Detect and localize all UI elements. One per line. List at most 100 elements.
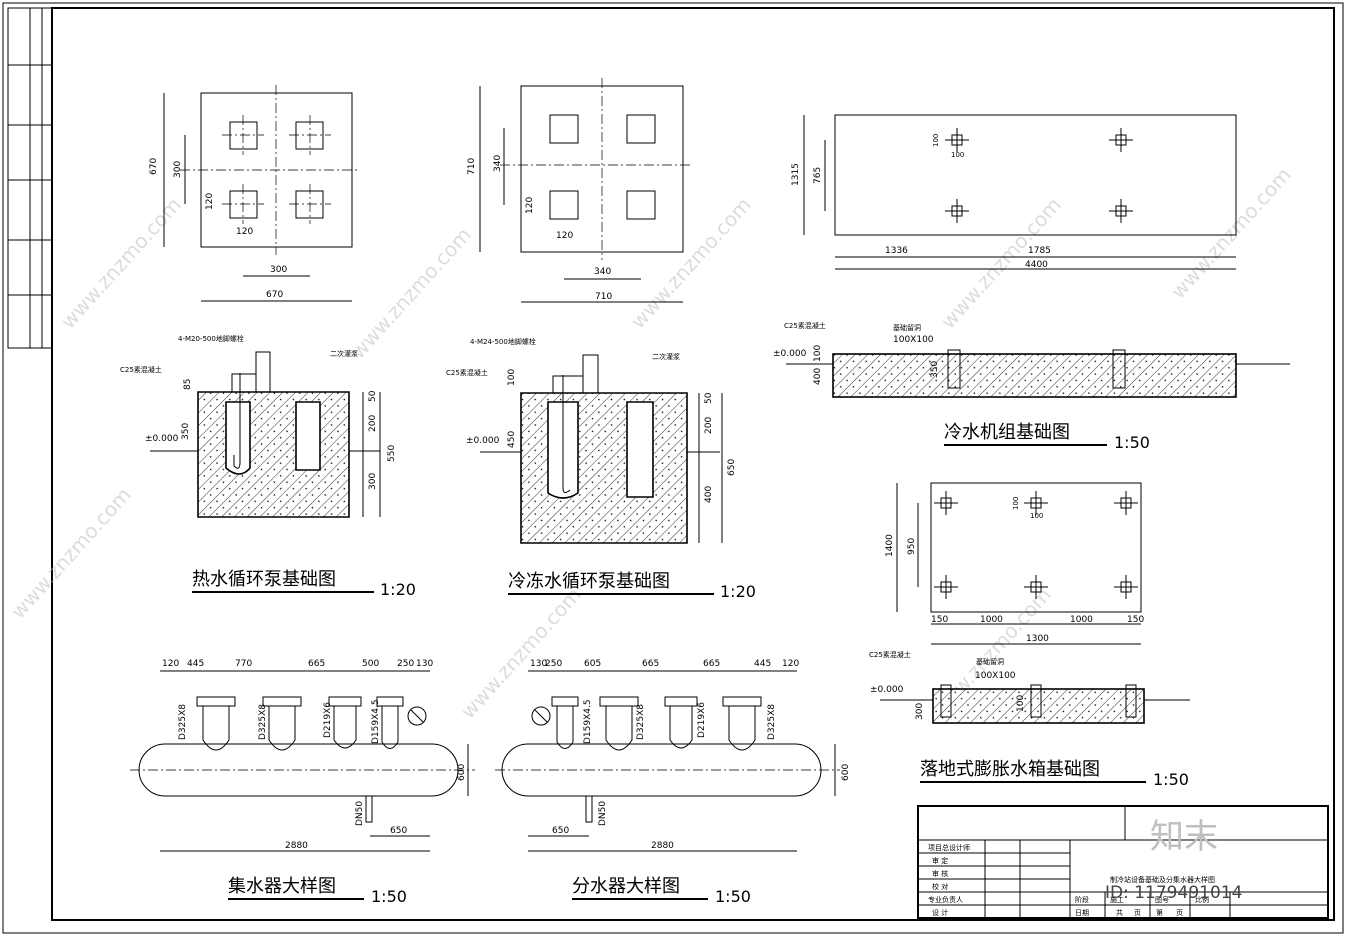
top-dim: 120 [782,659,799,669]
dim-bolt: 120 [525,197,535,214]
title-row: 设 计 [932,908,948,917]
dim-height: 710 [467,158,477,175]
top-dim: 130 [416,659,433,669]
chiller-plan: 100 100 1315 765 1336 1785 4400 [791,114,1237,270]
top-dim: 665 [703,659,720,669]
pipe-spec: D325X8 [258,704,268,740]
dim-bolt: 100 [1030,512,1043,520]
dim: 85 [183,379,193,390]
grout-label: 二次灌浆 [652,352,680,361]
drawing-title: 落地式膨胀水箱基础图 [920,759,1100,780]
collector-detail: 120 445 770 665 500 250 130 D325X8 D325X… [130,659,475,906]
dim-span: 1000 [980,615,1003,625]
dim: 300 [368,473,378,490]
dim: 350 [930,361,940,378]
concrete-label: C25素混凝土 [869,650,911,659]
grout-label: 二次灌浆 [330,349,358,358]
dim: 200 [704,417,714,434]
title-row: 专业负责人 [928,895,963,904]
length-dim: 2880 [651,841,674,851]
top-dim: 250 [545,659,562,669]
tb-label: 第 [1156,908,1163,917]
dim-left: 1336 [885,246,908,256]
drawing-name: 制冷站设备基础及分集水器大样图 [1110,875,1215,884]
chw-pump-plan: 710 340 120 120 340 710 [467,78,692,303]
length-dim: 2880 [285,841,308,851]
inner-border [51,7,1335,921]
dim-width: 4400 [1025,260,1048,270]
left-binding-strip [7,7,53,349]
top-dim: 120 [162,659,179,669]
dim-bolt: 100 [951,151,964,159]
dim-height: 1400 [885,534,895,557]
title-row: 项目总设计师 [928,843,970,852]
dim-bolt: 120 [556,231,573,241]
drawing-title: 冷冻水循环泵基础图 [508,571,670,592]
chw-pump-section: 4-M24-500地脚螺栓 C25素混凝土 二次灌浆 ±0.000 100 45… [446,337,756,601]
watermark-text: www.znzmo.com [626,193,756,334]
tb-label: 施工 [1110,895,1124,904]
ground-level: ±0.000 [773,349,807,359]
dim: 550 [387,445,397,462]
title-row: 校 对 [932,882,948,891]
watermark-text: www.znzmo.com [56,193,186,334]
pipe-spec: D159X4.5 [583,699,593,744]
top-dim: 130 [530,659,547,669]
drawing-scale: 1:20 [720,582,756,601]
ground-level: ±0.000 [870,685,904,695]
hole-label: 基础留洞 [976,657,1004,666]
concrete-label: C25素混凝土 [446,368,488,377]
tb-label: 图号 [1155,896,1169,904]
tb-label: 比例 [1195,895,1209,904]
dim-inner: 340 [594,267,611,277]
dim-height: 670 [149,158,159,175]
title-row: 审 核 [932,869,948,878]
drawing-scale: 1:50 [371,887,407,906]
top-dim: 770 [235,659,252,669]
drawing-title: 集水器大样图 [228,876,336,897]
tb-label: 页 [1134,909,1141,917]
top-dim: 665 [308,659,325,669]
dim: 100 [507,369,517,386]
dim-inner: 950 [907,538,917,555]
top-dim: 605 [584,659,601,669]
watermark-text: www.znzmo.com [346,223,476,364]
drawing-title: 冷水机组基础图 [944,422,1070,443]
hole-label: 基础留洞 [893,323,921,332]
top-dim: 665 [642,659,659,669]
drawing-title: 热水循环泵基础图 [192,569,336,590]
title-block: 项目总设计师 审 定 审 核 校 对 专业负责人 设 计 制冷站设备基础及分集水… [917,805,1329,919]
drain-dim: 650 [390,826,407,836]
ground-level: ±0.000 [145,434,179,444]
dim: 100 [813,345,823,362]
height-dim: 600 [841,764,851,781]
dim: 400 [704,486,714,503]
dim: 50 [368,390,378,402]
drain-dim: 650 [552,826,569,836]
dim-inner: 765 [813,167,823,184]
dim-inner: 300 [173,161,183,178]
watermark-id: ID: 1179491014 [1105,883,1242,903]
dim-mid: 1785 [1028,246,1051,256]
watermark-text: www.znzmo.com [456,583,586,724]
dim-edge: 150 [931,615,948,625]
hot-pump-plan: 670 300 120 120 300 670 [149,85,360,302]
dim-bolt: 120 [236,227,253,237]
bolt-note: 4-M20-500地脚螺栓 [178,334,244,343]
dim: 100 [1016,695,1026,712]
dim: 200 [368,415,378,432]
drain-spec: DN50 [355,801,365,826]
dim-height: 1315 [791,163,801,186]
tb-label: 阶段 [1075,895,1089,904]
tb-label: 页 [1176,909,1183,917]
dim: 450 [507,431,517,448]
dim-width: 710 [595,292,612,302]
top-dim: 445 [754,659,771,669]
top-dim: 500 [362,659,379,669]
pipe-spec: D159X4.5 [371,699,381,744]
pipe-spec: D325X8 [636,704,646,740]
drawing-title: 分水器大样图 [572,876,680,897]
top-dim: 250 [397,659,414,669]
